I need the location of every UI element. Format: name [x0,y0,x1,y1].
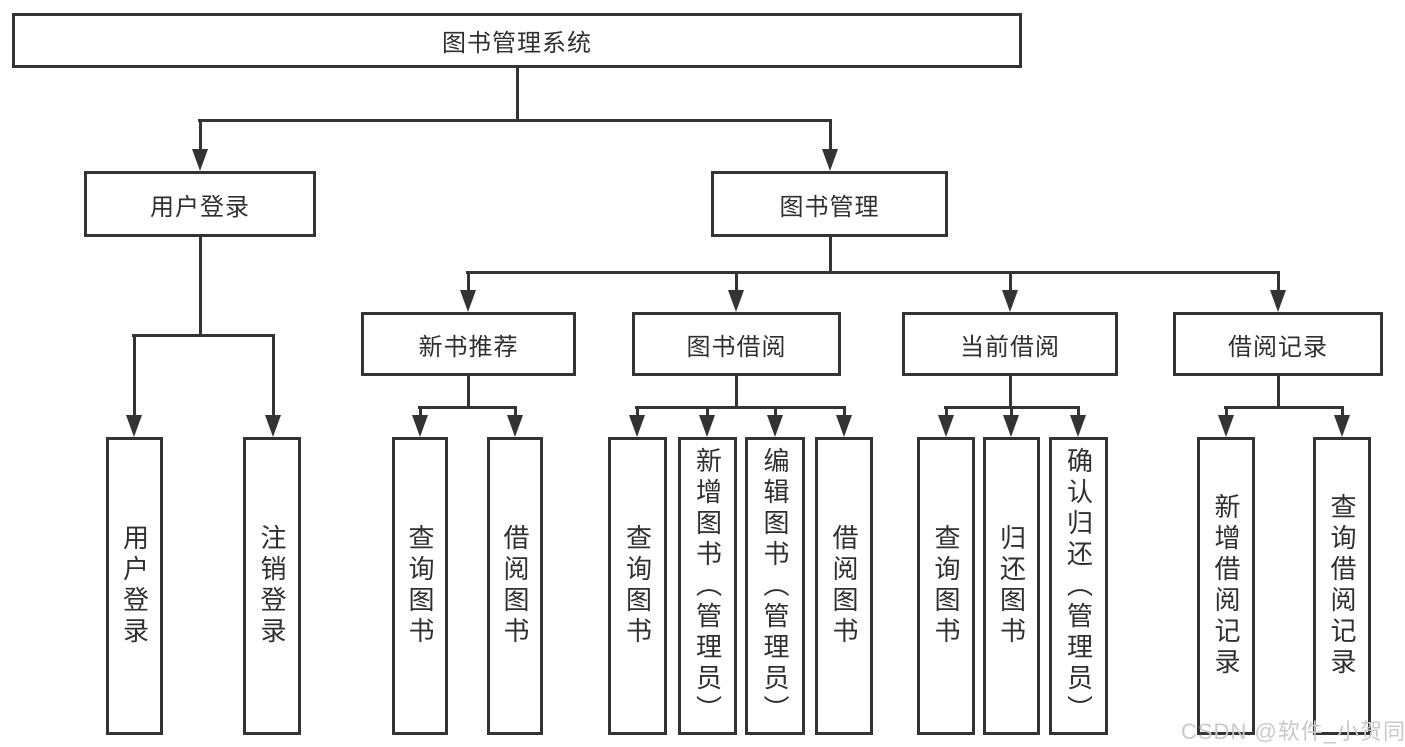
node-user-login-label: 用户登录 [150,193,250,221]
node-current-borrowing: 当前借阅 [902,312,1118,376]
connector-line-horizontal [635,406,846,409]
leaf-borrowing-query-book: 查询图书 [608,437,667,735]
connector-line-vertical [516,68,519,120]
arrow-down-icon [1334,415,1350,437]
arrow-down-icon [265,415,281,437]
node-borrow-records-label: 借阅记录 [1228,333,1328,361]
leaf-query-borrow-record-label: 查询借阅记录 [1327,493,1357,679]
connector-line-vertical [1277,376,1280,407]
connector-line-vertical [514,407,517,416]
leaf-recommend-query-book: 查询图书 [392,437,448,735]
leaf-add-borrow-record: 新增借阅记录 [1197,437,1255,735]
connector-line-vertical [1009,272,1012,292]
node-root: 图书管理系统 [12,13,1022,68]
leaf-confirm-return-admin-label: 确认归还（管理员） [1063,446,1094,726]
leaf-current-query-book: 查询图书 [917,437,975,735]
connector-line-vertical [945,407,948,416]
connector-line-horizontal [132,334,275,337]
connector-line-vertical [735,376,738,407]
connector-line-vertical [467,272,470,292]
node-borrow-records: 借阅记录 [1173,312,1383,376]
connector-line-horizontal [944,406,1080,409]
connector-line-vertical [1077,407,1080,416]
arrow-down-icon [767,415,783,437]
arrow-down-icon [460,290,476,312]
leaf-recommend-borrow-book: 借阅图书 [487,437,543,735]
node-book-borrowing-label: 图书借阅 [686,333,787,361]
leaf-edit-book-admin-label: 编辑图书（管理员） [760,446,790,726]
arrow-down-icon [836,415,852,437]
node-root-label: 图书管理系统 [442,30,592,57]
connector-line-horizontal [198,119,832,122]
arrow-down-icon [192,149,208,171]
connector-line-vertical [467,376,470,407]
connector-line-vertical [133,335,136,416]
node-book-borrowing: 图书借阅 [632,312,841,376]
arrow-down-icon [629,415,645,437]
connector-line-vertical [829,120,832,150]
leaf-recommend-borrow-book-label: 借阅图书 [500,524,530,648]
leaf-add-book-admin: 新增图书（管理员） [678,437,737,735]
connector-line-vertical [1225,407,1228,416]
node-book-management-label: 图书管理 [779,193,880,221]
connector-line-vertical [1010,407,1013,416]
connector-line-vertical [774,407,777,416]
connector-line-vertical [272,335,275,416]
connector-line-vertical [706,407,709,416]
connector-line-vertical [199,120,202,150]
arrow-down-icon [822,149,838,171]
arrow-down-icon [126,415,142,437]
leaf-logout: 注销登录 [243,437,301,735]
connector-line-vertical [636,407,639,416]
arrow-down-icon [1002,290,1018,312]
arrow-down-icon [1003,415,1019,437]
connector-line-horizontal [466,271,1280,274]
leaf-return-book: 归还图书 [983,437,1040,735]
leaf-current-query-book-label: 查询图书 [931,524,961,648]
arrow-down-icon [412,415,428,437]
arrow-down-icon [1270,290,1286,312]
connector-line-horizontal [1224,406,1344,409]
connector-line-vertical [1277,272,1280,292]
leaf-add-book-admin-label: 新增图书（管理员） [692,446,723,726]
connector-line-vertical [1009,376,1012,407]
node-new-book-recommend-label: 新书推荐 [418,333,519,361]
node-current-borrowing-label: 当前借阅 [960,333,1060,361]
connector-line-vertical [843,407,846,416]
arrow-down-icon [699,415,715,437]
arrow-down-icon [1070,415,1086,437]
arrow-down-icon [507,415,523,437]
leaf-borrowing-borrow-book-label: 借阅图书 [829,524,859,648]
node-new-book-recommend: 新书推荐 [361,312,576,376]
leaf-return-book-label: 归还图书 [996,524,1027,648]
leaf-user-login-label: 用户登录 [119,524,150,648]
connector-line-horizontal [418,406,517,409]
leaf-borrowing-query-book-label: 查询图书 [622,524,653,648]
watermark: CSDN @软件_小贺同学 [1181,719,1405,744]
leaf-confirm-return-admin: 确认归还（管理员） [1049,437,1108,735]
connector-line-vertical [829,237,832,272]
leaf-logout-label: 注销登录 [257,524,287,648]
connector-line-vertical [199,237,202,335]
leaf-borrowing-borrow-book: 借阅图书 [815,437,873,735]
leaf-edit-book-admin: 编辑图书（管理员） [745,437,805,735]
node-user-login: 用户登录 [84,171,316,237]
connector-line-vertical [419,407,422,416]
leaf-query-borrow-record: 查询借阅记录 [1313,437,1371,735]
arrow-down-icon [1218,415,1234,437]
arrow-down-icon [938,415,954,437]
arrow-down-icon [728,290,744,312]
connector-line-vertical [735,272,738,292]
node-book-management: 图书管理 [711,171,948,237]
connector-line-vertical [1341,407,1344,416]
leaf-add-borrow-record-label: 新增借阅记录 [1211,493,1241,679]
leaf-recommend-query-book-label: 查询图书 [405,524,435,648]
leaf-user-login: 用户登录 [106,437,163,735]
